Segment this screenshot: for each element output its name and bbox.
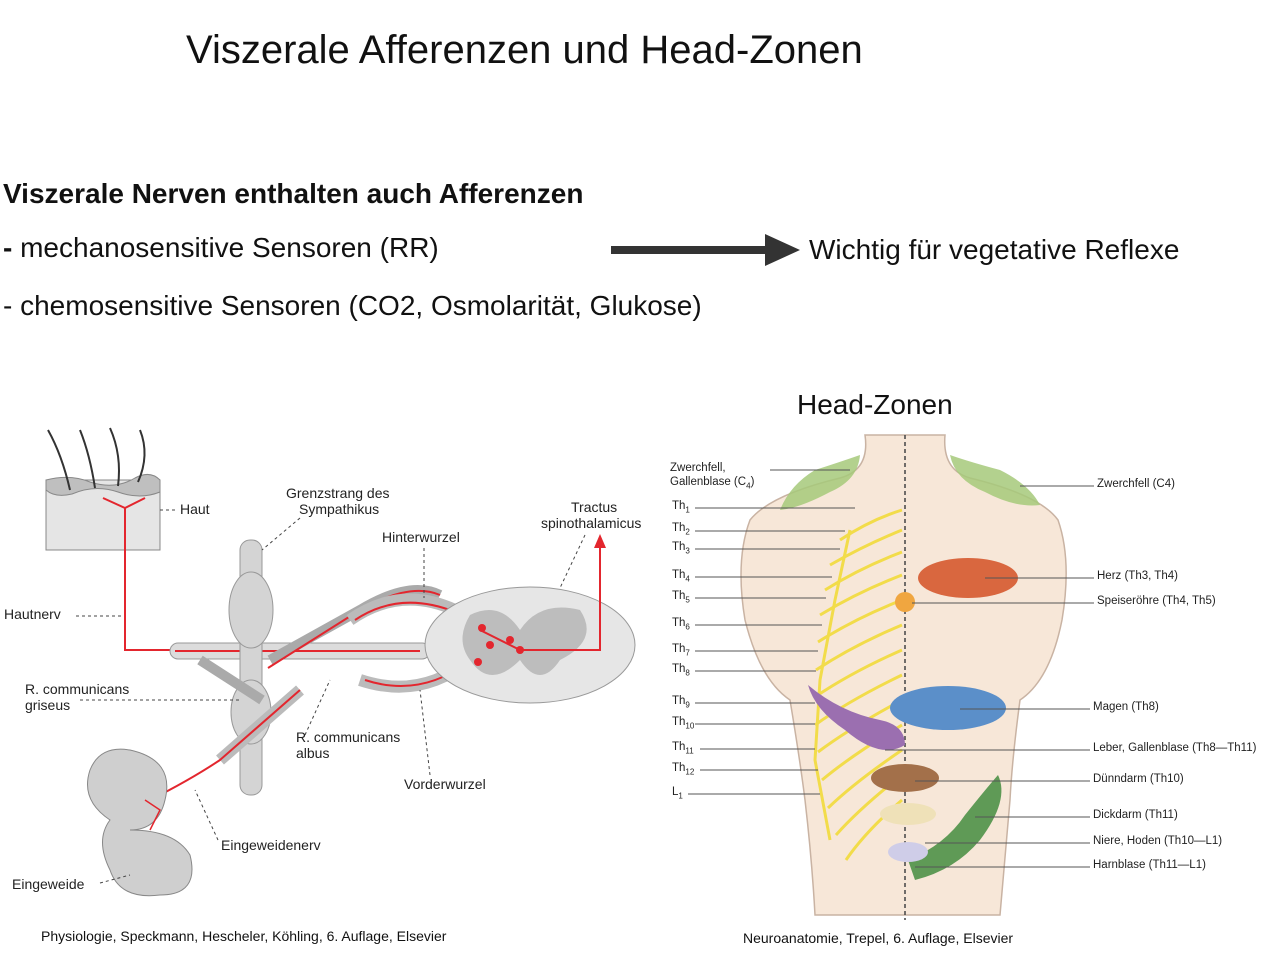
zone-speiseroehre [895,592,915,612]
credit-left: Physiologie, Speckmann, Hescheler, Köhli… [41,928,447,944]
label-leber-gallenblase: Leber, Gallenblase (Th8—Th11) [1093,742,1257,754]
segment-th3: Th3 [672,541,690,556]
headzonen-title: Head-Zonen [797,389,953,420]
zone-magen [890,686,1006,730]
label-r-griseus-2: griseus [25,697,71,713]
label-r-albus-2: albus [296,745,330,761]
segment-th7: Th7 [672,643,690,658]
bullet-chemosensitive: - chemosensitive Sensoren (CO2, Osmolari… [3,290,702,321]
section-heading: Viszerale Nerven enthalten auch Afferenz… [3,178,584,209]
label-grenzstrang-2: Sympathikus [299,501,380,517]
label-zwerchfell-right: Zwerchfell (C4) [1097,478,1175,490]
label-eingeweide: Eingeweide [12,876,85,892]
bullet-text: mechanosensitive Sensoren (RR) [12,232,439,263]
label-niere-hoden: Niere, Hoden (Th10—L1) [1093,835,1223,847]
zone-leber [808,685,905,750]
label-hinterwurzel: Hinterwurzel [382,529,460,545]
label-r-griseus: R. communicans [25,681,130,697]
arrow-caption: Wichtig für vegetative Reflexe [809,234,1180,265]
zone-dickdarm [908,775,1002,880]
cutaneous-nerve-red [102,497,175,651]
label-duenndarm: Dünndarm (Th10) [1093,773,1184,785]
label-zwerchfell-gallenblase-2: Gallenblase (C4) [670,476,755,491]
segment-th10: Th10 [672,716,695,731]
spinal-nerve-tube [169,642,431,660]
slide-title: Viszerale Afferenzen und Head-Zonen [186,28,863,72]
viscera-organ [87,748,193,897]
spinal-cord-section [424,534,636,704]
label-hautnerv: Hautnerv [4,606,61,622]
segment-l1: L1 [672,786,683,801]
label-speiseroehre: Speiseröhre (Th4, Th5) [1097,595,1216,607]
zone-harnblase [888,842,928,862]
label-zwerchfell-gallenblase-1: Zwerchfell, [670,462,726,474]
zone-herz [918,558,1018,598]
dorsal-root [346,593,458,625]
segment-th4: Th4 [672,569,690,584]
label-vorderwurzel: Vorderwurzel [404,776,486,792]
segment-th5: Th5 [672,590,690,605]
zwerchfell-left [780,455,860,510]
segment-th1: Th1 [672,500,690,515]
segment-th12: Th12 [672,762,695,777]
skin-block [45,427,161,551]
zwerchfell-right [950,455,1040,506]
label-r-albus: R. communicans [296,729,401,745]
label-haut: Haut [180,501,210,517]
segment-th11: Th11 [672,741,694,756]
credit-right: Neuroanatomie, Trepel, 6. Auflage, Elsev… [743,930,1014,946]
label-eingeweidenerv: Eingeweidenerv [221,837,321,853]
label-dickdarm: Dickdarm (Th11) [1093,809,1178,821]
label-harnblase: Harnblase (Th11—L1) [1093,859,1206,871]
label-tractus: Tractus [571,499,618,515]
zone-niere [880,803,936,825]
label-grenzstrang: Grenzstrang des [286,485,390,501]
segment-th8: Th8 [672,663,690,678]
segment-th2: Th2 [672,522,690,537]
bullet-dash: - [3,232,13,263]
label-tractus-2: spinothalamicus [541,515,642,531]
label-herz: Herz (Th3, Th4) [1097,570,1178,582]
zone-duenndarm [871,764,939,792]
bullet-mechanosensitive: - mechanosensitive Sensoren (RR) [3,232,439,264]
segment-th6: Th6 [672,617,690,632]
segment-th9: Th9 [672,695,690,710]
label-magen: Magen (Th8) [1093,701,1159,713]
